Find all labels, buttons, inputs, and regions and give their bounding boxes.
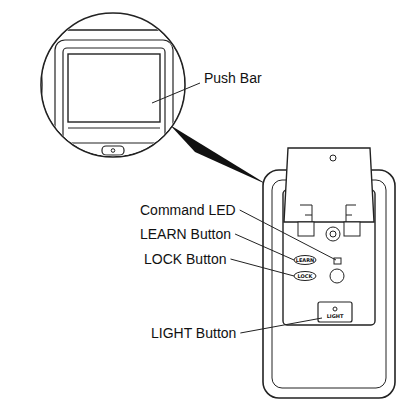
command-led bbox=[334, 258, 341, 264]
button-text: LEARN bbox=[296, 258, 315, 263]
leader-line bbox=[240, 210, 336, 260]
learn-button bbox=[294, 256, 316, 265]
part-label: Push Bar bbox=[204, 71, 262, 85]
leader-line bbox=[235, 234, 294, 260]
part-label: Command LED bbox=[140, 203, 236, 217]
callout-wedge bbox=[170, 125, 268, 185]
leader-line bbox=[152, 83, 200, 103]
button-text: LOCK bbox=[298, 274, 313, 279]
push-button bbox=[330, 269, 344, 283]
leader-line bbox=[231, 259, 295, 276]
part-label: LIGHT Button bbox=[151, 326, 236, 340]
push-bar bbox=[63, 48, 165, 143]
light-button bbox=[318, 302, 352, 322]
button-text: LIGHT bbox=[327, 314, 344, 319]
part-label: LOCK Button bbox=[144, 252, 227, 266]
cover-lid bbox=[284, 148, 374, 222]
lock-button bbox=[294, 272, 316, 281]
leader-line bbox=[240, 318, 322, 333]
part-label: LEARN Button bbox=[140, 227, 231, 241]
